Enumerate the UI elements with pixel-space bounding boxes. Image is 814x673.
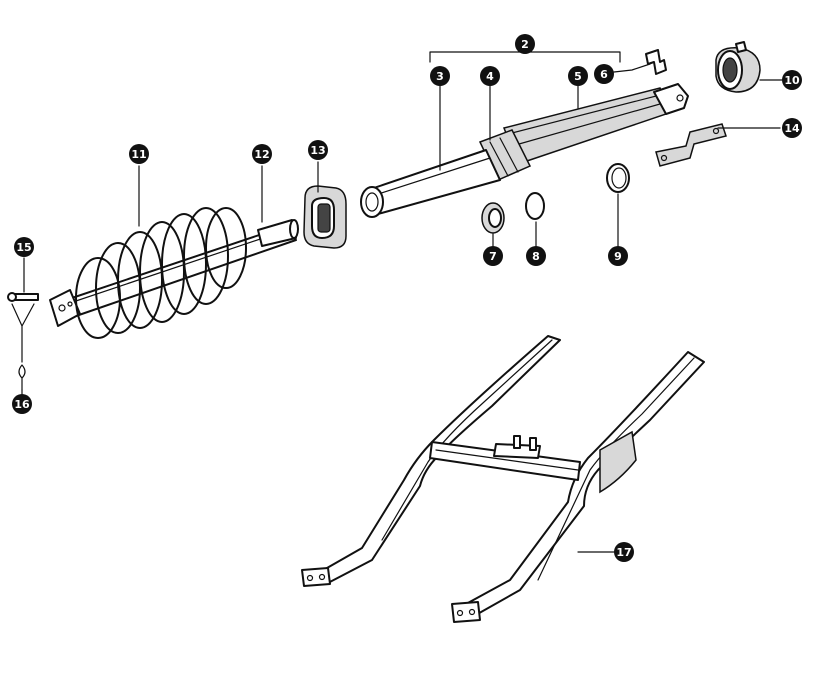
callout-number: 11 xyxy=(131,148,146,161)
callout-badge xyxy=(608,246,628,266)
callout-number: 15 xyxy=(16,241,31,254)
spring-clip xyxy=(18,364,26,391)
callout-16: 16 xyxy=(12,394,32,414)
callout-badge xyxy=(515,34,535,54)
callout-5: 5 xyxy=(568,66,588,86)
callout-number: 13 xyxy=(310,144,325,157)
callout-number: 6 xyxy=(600,68,608,81)
callout-2: 2 xyxy=(515,34,535,54)
callout-number: 14 xyxy=(784,122,800,135)
callout-14: 14 xyxy=(782,118,802,138)
callout-badge xyxy=(594,64,614,84)
pin xyxy=(7,292,39,302)
o-ring-8 xyxy=(525,192,545,220)
callout-number: 2 xyxy=(521,38,529,51)
callout-number: 5 xyxy=(574,70,582,83)
callout-number: 4 xyxy=(486,70,494,83)
callout-number: 17 xyxy=(616,546,631,559)
callout-12: 12 xyxy=(252,144,272,164)
callout-badge xyxy=(782,118,802,138)
callout-number: 12 xyxy=(254,148,269,161)
callout-badge xyxy=(430,66,450,86)
callout-badge xyxy=(252,144,272,164)
callout-17: 17 xyxy=(614,542,634,562)
inner-tube xyxy=(360,149,501,218)
elbow-fitting xyxy=(645,49,667,75)
callout-8: 8 xyxy=(526,246,546,266)
seal-ring-7 xyxy=(481,202,505,234)
callout-9: 9 xyxy=(608,246,628,266)
callout-13: 13 xyxy=(308,140,328,160)
callout-11: 11 xyxy=(129,144,149,164)
callout-badge xyxy=(568,66,588,86)
callout-number: 16 xyxy=(14,398,30,411)
callout-10: 10 xyxy=(782,70,802,90)
callout-badge xyxy=(308,140,328,160)
bearing-block xyxy=(303,185,347,249)
pin-clip-link xyxy=(11,303,35,363)
callout-number: 3 xyxy=(436,70,444,83)
u-frame xyxy=(301,335,705,623)
callout-3: 3 xyxy=(430,66,450,86)
callout-number: 8 xyxy=(532,250,540,263)
leader-lines xyxy=(21,43,793,553)
callout-badge xyxy=(480,66,500,86)
o-ring-9 xyxy=(606,163,630,193)
callout-number: 7 xyxy=(489,250,497,263)
callout-6: 6 xyxy=(594,64,614,84)
callout-number: 10 xyxy=(784,74,800,87)
callout-badge xyxy=(614,542,634,562)
end-cap xyxy=(715,41,761,93)
callout-4: 4 xyxy=(480,66,500,86)
callout-badge xyxy=(782,70,802,90)
callout-7: 7 xyxy=(483,246,503,266)
callout-number: 9 xyxy=(614,250,622,263)
callout-badge xyxy=(129,144,149,164)
callout-badge xyxy=(526,246,546,266)
callout-layer: 2 3 4 5 6 7 8 9 10 11 12 13 14 15 16 17 xyxy=(12,34,802,562)
callout-15: 15 xyxy=(14,237,34,257)
callout-badge xyxy=(12,394,32,414)
mounting-bracket xyxy=(655,123,727,167)
callout-badge xyxy=(14,237,34,257)
auger-spiral xyxy=(75,207,247,339)
callout-badge xyxy=(483,246,503,266)
